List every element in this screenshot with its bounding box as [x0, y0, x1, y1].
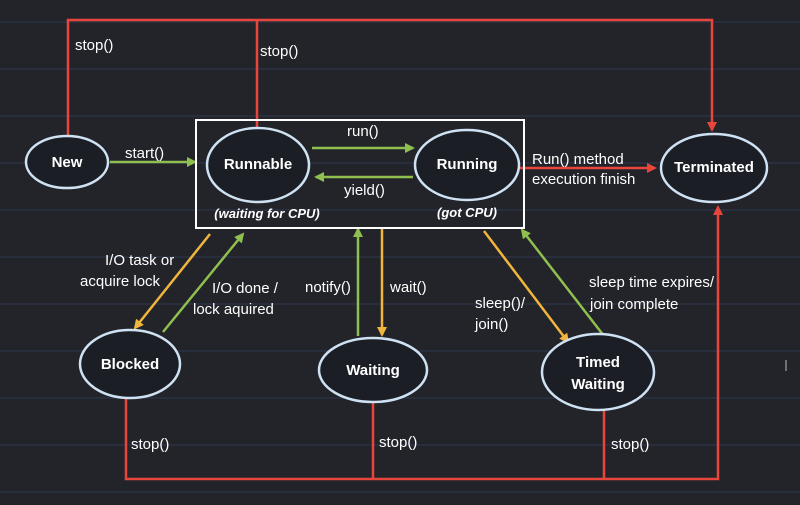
state-new-label: New [52, 154, 83, 171]
run-finish-label-line1: Run() method [532, 151, 624, 168]
run-finish-label-line2: execution finish [532, 171, 635, 188]
stop-label-new: stop() [75, 37, 113, 54]
state-blocked[interactable]: Blocked [78, 328, 182, 400]
runnable-running-box [195, 119, 525, 229]
sleep-label-line1: sleep()/ [475, 295, 526, 312]
state-running-label: Running [437, 156, 498, 173]
sleep-expire-arrow [520, 228, 605, 337]
stop-label-runnable: stop() [260, 43, 298, 60]
io-done-label-line2: lock aquired [193, 301, 274, 318]
io-task-label-line1: I/O task or [105, 252, 174, 269]
run-label: run() [347, 123, 379, 140]
state-timed-waiting-label-line2: Waiting [571, 376, 625, 393]
state-blocked-label: Blocked [101, 356, 159, 373]
notify-label: notify() [305, 279, 351, 296]
sleep-expire-label-line2: join complete [589, 296, 678, 313]
sleep-label-line2: join() [474, 316, 508, 333]
io-task-arrow [133, 233, 211, 330]
wait-label: wait() [389, 279, 427, 296]
stop-path-new [66, 18, 717, 137]
sleep-expire-label-line1: sleep time expires/ [589, 274, 715, 291]
sleep-arrow [483, 230, 570, 344]
state-waiting[interactable]: Waiting [317, 336, 429, 404]
yield-label: yield() [344, 182, 385, 199]
running-note: (got CPU) [437, 205, 497, 220]
stop-label-timed: stop() [611, 436, 649, 453]
stop-path-bottom [124, 205, 723, 481]
runnable-note: (waiting for CPU) [214, 206, 319, 221]
stop-label-waiting: stop() [379, 434, 417, 451]
io-done-arrow [162, 232, 245, 333]
state-waiting-label: Waiting [346, 362, 400, 379]
stop-label-blocked: stop() [131, 436, 169, 453]
state-runnable[interactable]: Runnable [205, 126, 311, 204]
state-runnable-label: Runnable [224, 156, 292, 173]
state-terminated-label: Terminated [674, 159, 754, 176]
state-timed-waiting[interactable]: Timed Waiting [540, 332, 656, 412]
state-new[interactable]: New [24, 134, 110, 190]
io-task-label-line2: acquire lock [80, 273, 161, 290]
start-label: start() [125, 145, 164, 162]
io-done-label-line1: I/O done / [212, 280, 279, 297]
state-terminated[interactable]: Terminated [659, 132, 769, 204]
state-timed-waiting-label-line1: Timed [576, 354, 620, 371]
state-running[interactable]: Running [413, 128, 521, 202]
